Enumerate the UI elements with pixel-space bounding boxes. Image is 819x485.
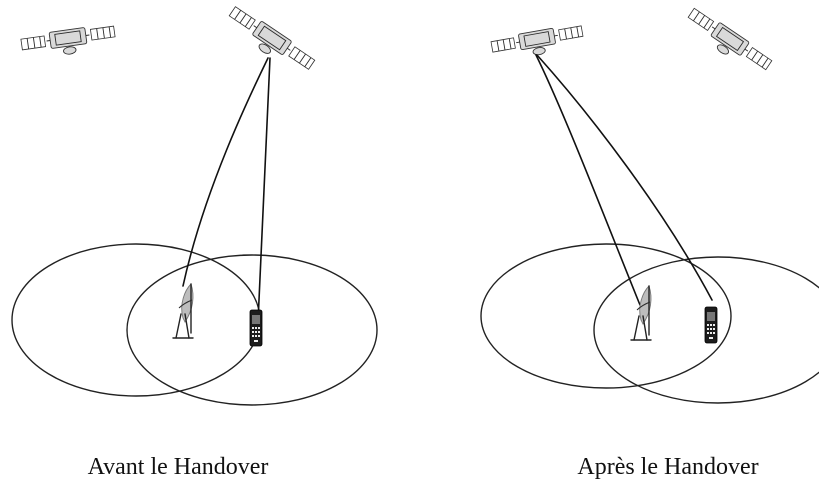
link-line — [257, 57, 271, 323]
after-handover-caption: Après le Handover — [577, 454, 759, 480]
satellite-dish-icon — [630, 285, 652, 341]
coverage-ellipse — [126, 254, 378, 406]
link-line — [535, 54, 641, 306]
satellite-icon — [681, 5, 774, 80]
link-line — [182, 57, 269, 287]
mobile-phone-icon — [249, 309, 263, 347]
coverage-ellipse — [11, 243, 261, 397]
before-handover-panel — [11, 3, 378, 406]
coverage-ellipse — [593, 256, 819, 404]
after-handover-panel — [480, 5, 819, 404]
mobile-phone-icon — [704, 306, 718, 344]
satellite-dish-icon — [172, 283, 194, 339]
satellite-icon — [20, 23, 118, 62]
before-handover-caption: Avant le Handover — [87, 454, 269, 480]
link-line — [536, 54, 713, 301]
coverage-ellipse — [480, 243, 732, 389]
